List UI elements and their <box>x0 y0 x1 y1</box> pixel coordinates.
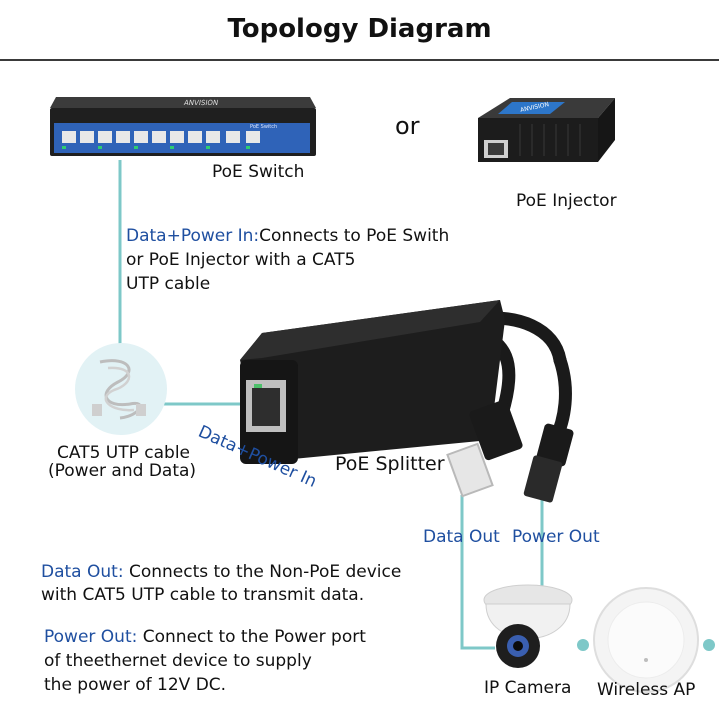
ap-dot-right <box>703 639 715 651</box>
wireless-ap-image <box>593 587 699 693</box>
poe-splitter-label: PoE Splitter <box>335 453 445 475</box>
title-divider <box>0 59 719 61</box>
cat5-label-line1: CAT5 UTP cable <box>57 443 191 463</box>
desc-in-key: Data+Power In: <box>126 226 260 246</box>
desc-power-out-key: Power Out: <box>44 627 138 647</box>
desc-power-out-line3: the power of 12V DC. <box>44 675 227 695</box>
desc-power-out-line2: of theethernet device to supply <box>44 651 312 671</box>
power-out-label: Power Out <box>512 527 600 547</box>
switch-brand-text: ANVISION <box>183 99 219 107</box>
desc-power-out-text1: Connect to the Power port <box>142 627 366 647</box>
desc-in-text1: Connects to PoE Swith <box>259 226 450 246</box>
desc-data-out-text1: Connects to the Non-PoE device <box>128 562 402 582</box>
cat5-label-line2: (Power and Data) <box>48 461 197 481</box>
desc-data-out-line1: Data Out: Connects to the Non-PoE device <box>41 560 401 584</box>
ip-camera-image <box>483 584 573 668</box>
page-title: Topology Diagram <box>227 14 492 44</box>
or-label: or <box>395 112 420 140</box>
wireless-ap-label: Wireless AP <box>597 680 696 700</box>
desc-data-out-key: Data Out: <box>41 562 124 582</box>
desc-in-line3: UTP cable <box>126 274 211 294</box>
cat5-cable-image <box>75 343 167 435</box>
desc-power-out-line1: Power Out: Connect to the Power port <box>44 625 366 649</box>
data-out-label: Data Out <box>423 527 500 547</box>
desc-in-line1: Data+Power In:Connects to PoE Swith <box>126 224 449 248</box>
data-out-line <box>460 495 495 650</box>
poe-injector-image <box>478 98 615 162</box>
switch-model-text: PoE Switch <box>250 124 278 130</box>
camera-ap-dot-left <box>577 639 589 651</box>
poe-splitter-image <box>240 300 574 503</box>
ip-camera-label: IP Camera <box>484 678 572 698</box>
desc-in-line2: or PoE Injector with a CAT5 <box>126 250 356 270</box>
desc-data-out-line2: with CAT5 UTP cable to transmit data. <box>41 585 365 605</box>
poe-injector-label: PoE Injector <box>516 191 617 211</box>
poe-switch-label: PoE Switch <box>212 162 305 182</box>
poe-switch-image <box>50 97 316 156</box>
